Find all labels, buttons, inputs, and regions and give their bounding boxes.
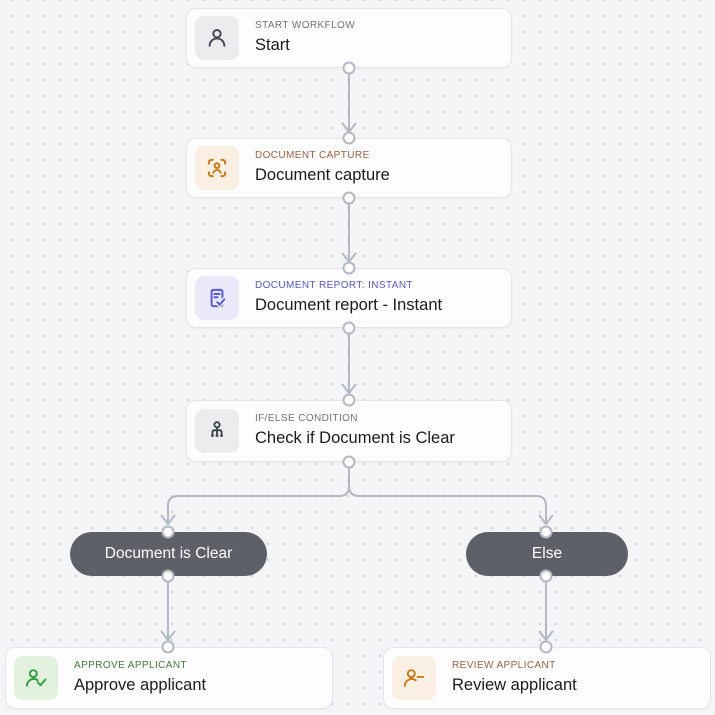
node-title: Start: [255, 36, 290, 55]
connector-port[interactable]: [539, 569, 553, 583]
node-type-label: START WORKFLOW: [255, 20, 356, 32]
connector-port[interactable]: [342, 191, 356, 205]
node-title: Approve applicant: [74, 676, 207, 695]
branch-pill-label: Document is Clear: [104, 545, 233, 562]
node-title: Document capture: [255, 166, 390, 185]
connector-port[interactable]: [539, 525, 553, 539]
connector-port[interactable]: [342, 455, 356, 469]
connector-port[interactable]: [342, 131, 356, 145]
node-approve-applicant[interactable]: APPROVE APPLICANT Approve applicant: [5, 647, 333, 709]
node-type-label: IF/ELSE CONDITION: [255, 413, 358, 425]
node-title: Check if Document is Clear: [255, 429, 455, 448]
node-title: Review applicant: [452, 676, 577, 695]
person-dash-icon: [392, 656, 436, 700]
node-review-applicant[interactable]: REVIEW APPLICANT Review applicant: [383, 647, 711, 709]
branch-icon: [195, 409, 239, 453]
connector-port[interactable]: [342, 393, 356, 407]
document-check-icon: [195, 276, 239, 320]
branch-pill-label: Else: [531, 545, 563, 562]
node-type-label: APPROVE APPLICANT: [74, 660, 187, 672]
node-title: Document report - Instant: [255, 296, 443, 315]
node-type-label: DOCUMENT CAPTURE: [255, 150, 370, 162]
connector-port[interactable]: [161, 640, 175, 654]
connector-port[interactable]: [342, 61, 356, 75]
connector-port[interactable]: [342, 261, 356, 275]
person-check-icon: [14, 656, 58, 700]
person-icon: [195, 16, 239, 60]
node-type-label: REVIEW APPLICANT: [452, 660, 556, 672]
connector-port[interactable]: [539, 640, 553, 654]
node-if-else-condition[interactable]: IF/ELSE CONDITION Check if Document is C…: [186, 400, 512, 462]
node-document-capture[interactable]: DOCUMENT CAPTURE Document capture: [186, 138, 512, 198]
node-start-workflow[interactable]: START WORKFLOW Start: [186, 8, 512, 68]
connector-port[interactable]: [161, 569, 175, 583]
connector-port[interactable]: [161, 525, 175, 539]
person-scan-icon: [195, 146, 239, 190]
node-type-label: DOCUMENT REPORT: INSTANT: [255, 280, 413, 292]
node-document-report[interactable]: DOCUMENT REPORT: INSTANT Document report…: [186, 268, 512, 328]
connector-port[interactable]: [342, 321, 356, 335]
